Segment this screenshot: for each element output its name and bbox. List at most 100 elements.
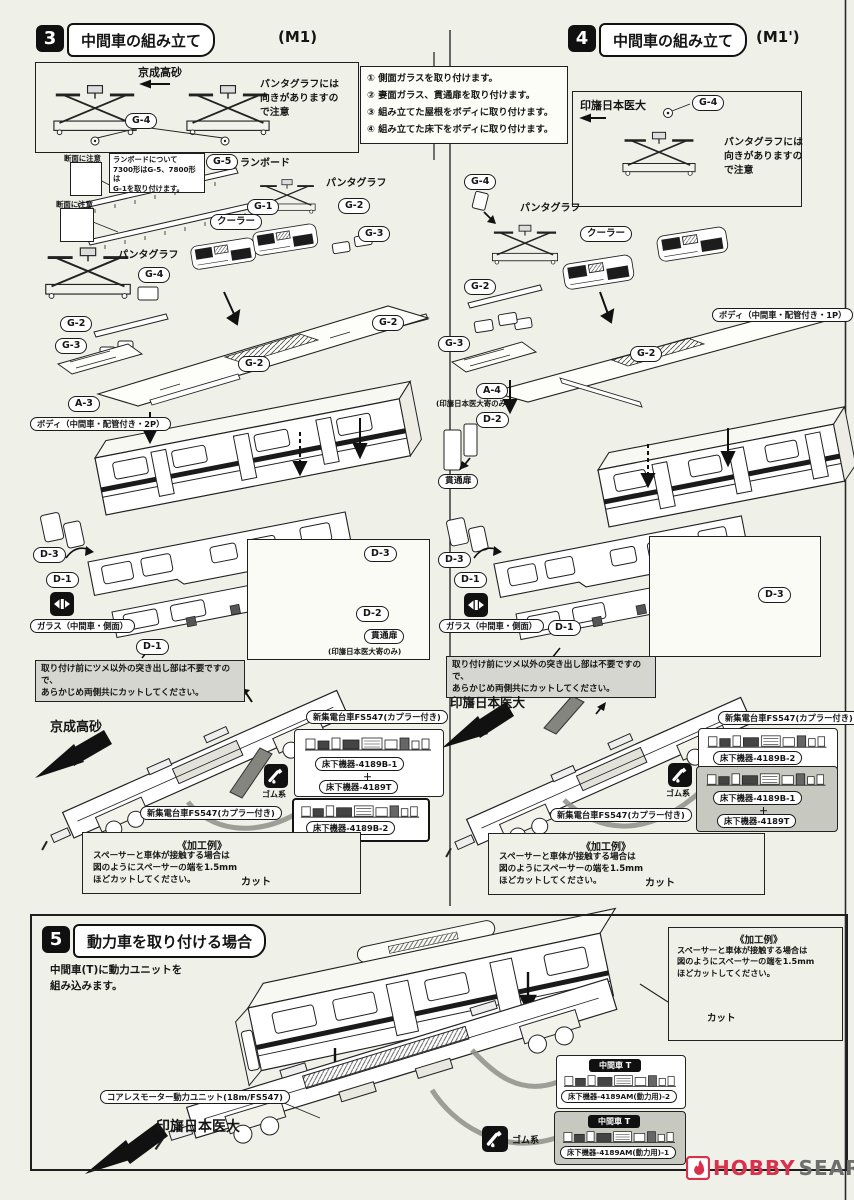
work-example-title3: 《加工例》 (177, 841, 227, 852)
direction-label-bottom3: 京成高砂 (50, 720, 103, 735)
watermark-hobby: HOBBY (713, 1156, 796, 1180)
step-1: ① 側面ガラスを取り付けます。 (367, 73, 498, 84)
work-example-text5: スペーサーと車体が接触する場合は 図のようにスペーサーの端を1.5mm ほどカッ… (677, 945, 815, 978)
step-4: ④ 組み立てた床下をボディに取り付けます。 (367, 124, 554, 135)
section4-number-badge: 4 (568, 25, 596, 52)
section3-title: 中間車の組み立て (67, 23, 216, 57)
glue-label4: ゴム系 (666, 789, 690, 798)
g2-label4mid: G-2 (630, 346, 663, 362)
work-example-title4: 《加工例》 (581, 842, 631, 853)
direction-label5: 印旛日本医大 (156, 1119, 240, 1135)
pantograph-label4: パンタグラフ (520, 203, 581, 214)
watermark-search: SEARCH (798, 1156, 854, 1180)
g2-label-mid3: G-2 (238, 356, 271, 372)
floor-am1-label: 床下機器-4189AM(動力用)-1 (560, 1146, 677, 1160)
section4-title: 中間車の組み立て (599, 23, 748, 57)
section3-number: 3 (43, 28, 57, 49)
section4-variant: (M1') (756, 28, 800, 46)
motor-floor-image2 (561, 1073, 679, 1089)
bogie-label4b: 新集電台車FS547(カプラー付き) (550, 808, 692, 823)
floor-parts-box3a: 床下機器-4189B-1 ＋ 床下機器-4189T (294, 729, 444, 797)
d3-label3: D-3 (33, 547, 66, 563)
glass-label4: ガラス（中間車・側面） (439, 619, 545, 634)
g3-label-right3: G-3 (358, 226, 391, 242)
step-2: ② 妻面ガラス、貫通扉を取り付けます。 (367, 90, 536, 101)
step-3: ③ 組み立てた屋根をボディに取り付けます。 (367, 107, 554, 118)
g4-label-caution3: G-4 (125, 113, 158, 129)
d2-label4: D-2 (476, 412, 509, 428)
work-example-title5: 《加工例》 (735, 935, 783, 946)
d3-label4: D-3 (438, 552, 471, 568)
end-wall-inset3 (247, 539, 430, 660)
glue-icon5 (482, 1126, 508, 1152)
floor-parts-image4a (704, 733, 830, 750)
section5-title-text: 動力車を取り付ける場合 (87, 932, 253, 951)
cross-section-box-b (60, 208, 94, 242)
d1-label3a: D-1 (46, 572, 79, 588)
g2-label-right3: G-2 (338, 198, 371, 214)
end-wall-inset4 (649, 536, 821, 657)
floor-parts-image4b (703, 771, 829, 788)
floor-parts-box4a: 床下機器-4189B-2 (698, 728, 838, 772)
section4-number: 4 (575, 28, 589, 49)
section4-direction-label: 印旛日本医大 (580, 99, 646, 112)
floor-parts-image3a (301, 735, 435, 753)
body-label4: ボディ（中間車・配管付き・1P） (712, 308, 854, 323)
floor-parts-box4b: 床下機器-4189B-1 ＋ 床下機器-4189T (696, 766, 838, 832)
middle-car-t-badge1: 中間車 T (588, 1115, 641, 1128)
section3-number-badge: 3 (36, 25, 64, 52)
cooler-label4: クーラー (580, 226, 633, 242)
d1-label4b: D-1 (548, 620, 581, 636)
runboard-note-box: ランボードについて 7300形はG-5、7800形は G-1を取り付けます。 (109, 153, 205, 193)
section5-number: 5 (49, 929, 63, 950)
hobby-search-watermark: HOBBY SEARCH (686, 1156, 854, 1180)
glue-label3: ゴム系 (262, 790, 286, 799)
inset-note4a: (印旛日本医大寄のみ) (436, 399, 510, 408)
g2-label-right3b: G-2 (372, 315, 405, 331)
pantograph-caution-note3: パンタグラフには 向きがありますの で注意 (260, 79, 339, 119)
glue-icon3 (264, 764, 288, 788)
d3-label-inset4: D-3 (758, 587, 791, 603)
pantograph-caution-note4: パンタグラフには 向きがありますの で注意 (724, 137, 803, 177)
section3-title-text: 中間車の組み立て (81, 31, 202, 50)
cross-section-caution-b: 断面に注意 (56, 200, 93, 209)
d1-label4a: D-1 (454, 572, 487, 588)
cut-label5: カット (707, 1013, 736, 1024)
cut-note4: 取り付け前にツメ以外の突き出し部は不要ですので、 あらかじめ両側共にカットしてく… (446, 656, 656, 699)
bogie-label3b: 新集電台車FS547(カプラー付き) (140, 806, 282, 821)
d3-label-inset3: D-3 (364, 546, 397, 562)
cross-section-box-a (70, 162, 102, 196)
section3-pantograph-caution-box (35, 62, 359, 153)
floor-parts-image3b (299, 803, 421, 820)
floor-b1-label3: 床下機器-4189B-1 (315, 757, 405, 772)
pantograph-label-right3: パンタグラフ (326, 178, 387, 189)
floor-b2-label4: 床下機器-4189B-2 (713, 751, 803, 766)
g2-label-left3: G-2 (60, 316, 93, 332)
g4-label-caution4: G-4 (692, 95, 725, 111)
g4-label3: G-4 (138, 267, 171, 283)
cross-section-caution-a: 断面に注意 (64, 154, 101, 163)
runboard-label: ランボード (240, 158, 290, 169)
cut-label4: カット (645, 878, 675, 889)
section4-title-text: 中間車の組み立て (613, 31, 734, 50)
motor-floor-box2: 中間車 T 床下機器-4189AM(動力用)-2 (556, 1055, 686, 1109)
g2-label4a: G-2 (464, 279, 497, 295)
pantograph-label-left3: パンタグラフ (118, 250, 179, 261)
cut-label3: カット (241, 877, 271, 888)
runboard-note-text: ランボードについて 7300形はG-5、7800形は G-1を取り付けます。 (113, 155, 196, 194)
floor-b1-label4: 床下機器-4189B-1 (713, 791, 803, 806)
body-label3: ボディ（中間車・配管付き・2P） (30, 417, 172, 432)
bogie-label3a: 新集電台車FS547(カプラー付き) (306, 710, 448, 725)
bogie-label4a: 新集電台車FS547(カプラー付き) (718, 711, 854, 726)
section5-number-badge: 5 (42, 926, 70, 953)
a3-label: A-3 (68, 396, 100, 412)
direction-icon3 (50, 592, 74, 616)
motor-floor-image1 (560, 1129, 678, 1145)
inset-note3: (印旛日本医大寄のみ) (328, 647, 402, 656)
motor-unit-label: コアレスモーター動力ユニット(18m/FS547) (100, 1090, 290, 1105)
plus-label3: ＋ (363, 773, 373, 783)
through-door-label3: 貫通扉 (364, 629, 405, 644)
d1-label3b: D-1 (136, 639, 169, 655)
g3-label4: G-3 (438, 336, 471, 352)
